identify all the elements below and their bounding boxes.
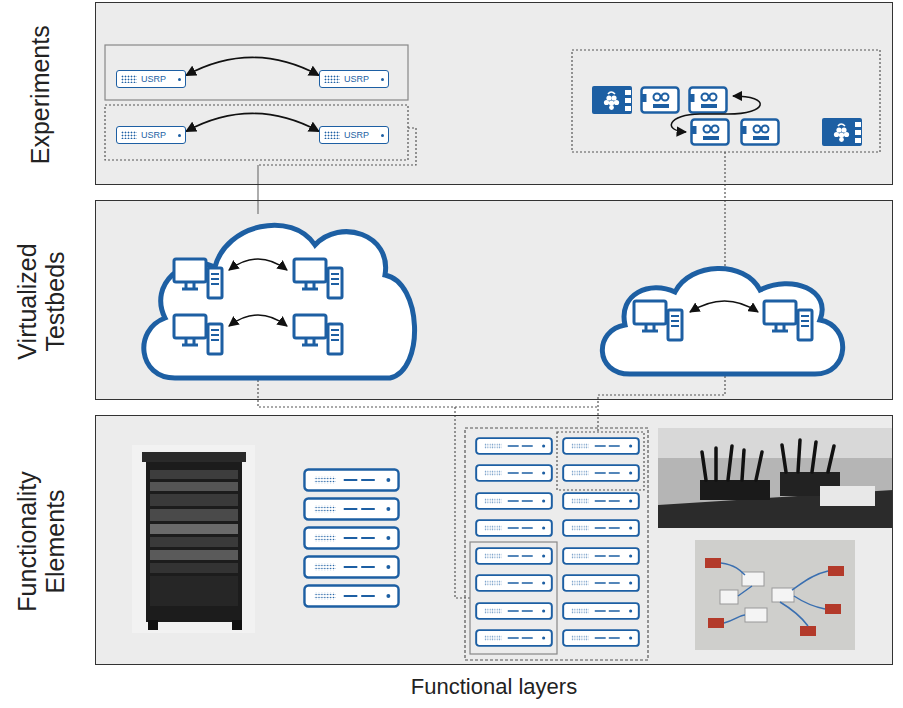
group-frame	[105, 105, 408, 160]
layer-link	[257, 165, 258, 214]
router-photo	[658, 428, 893, 528]
computer-icon	[174, 259, 222, 298]
band-fill	[95, 415, 893, 665]
status-led	[381, 78, 384, 81]
status-led	[178, 78, 181, 81]
layer-link	[724, 152, 725, 268]
status-led	[381, 134, 384, 137]
link-arrow	[186, 57, 319, 75]
cloud	[144, 225, 415, 378]
group-frame	[572, 50, 880, 152]
device-label: USRP	[344, 74, 375, 84]
usrp-device: USRP	[116, 126, 186, 144]
server-pool	[476, 438, 639, 646]
arduino-icon	[690, 88, 727, 113]
computer-icon	[294, 315, 342, 354]
band-fill	[95, 2, 893, 185]
group-frame	[470, 542, 557, 654]
group-frame	[258, 128, 416, 165]
usrp-device: USRP	[116, 70, 186, 88]
layer-link	[455, 407, 470, 598]
layer-band: Functionality Elements	[95, 415, 893, 665]
group-frame	[465, 428, 648, 660]
server-icon	[304, 528, 398, 549]
cloud	[602, 268, 842, 374]
link-arrow	[229, 315, 287, 326]
figure-caption: Functional layers	[95, 674, 893, 700]
device-label: USRP	[141, 130, 172, 140]
rack-photo	[132, 445, 255, 633]
device-label: USRP	[141, 74, 172, 84]
arduino-icon	[692, 120, 729, 145]
band-fill	[95, 200, 893, 400]
link-arrow	[671, 96, 760, 132]
link-arrow	[229, 259, 287, 270]
layer-band: Virtualized Testbeds	[95, 200, 893, 400]
computer-icon	[634, 301, 682, 340]
link-arrow	[186, 113, 319, 131]
layer-band: ExperimentsUSRPUSRPUSRPUSRP	[95, 2, 893, 185]
status-led	[178, 134, 181, 137]
vent-pattern	[324, 131, 340, 139]
vent-pattern	[324, 75, 340, 83]
computer-icon	[174, 315, 222, 354]
raspberry-pi-icon	[592, 86, 632, 114]
layer-label: Virtualized Testbeds	[14, 211, 69, 391]
layer-link	[598, 376, 725, 432]
server-icon	[304, 470, 398, 491]
device-label: USRP	[344, 130, 375, 140]
raspberry-pi-icon	[822, 118, 862, 146]
usrp-device: USRP	[319, 70, 389, 88]
server-icon	[304, 499, 398, 520]
group-frame	[557, 432, 644, 490]
sensor-photo	[695, 540, 855, 650]
server-icon	[304, 586, 398, 607]
computer-icon	[764, 301, 812, 340]
arduino-icon	[742, 120, 779, 145]
server-icon	[304, 557, 398, 578]
link-arrow	[690, 301, 758, 312]
layer-link	[258, 380, 598, 407]
vent-pattern	[121, 75, 137, 83]
group-frame	[105, 45, 408, 100]
layer-label: Functionality Elements	[14, 451, 69, 631]
vent-pattern	[121, 131, 137, 139]
usrp-device: USRP	[319, 126, 389, 144]
layer-label: Experiments	[27, 4, 55, 184]
computer-icon	[294, 259, 342, 298]
arduino-icon	[642, 88, 679, 113]
